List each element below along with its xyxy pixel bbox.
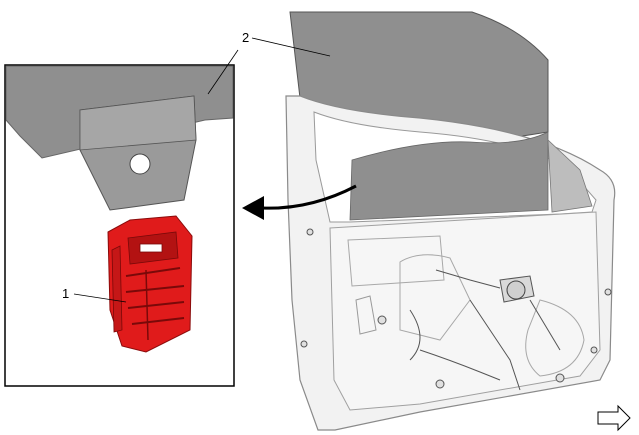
callout-2: 2 (207, 30, 331, 95)
detail-view (4, 64, 235, 387)
callout-label-1: 1 (62, 286, 69, 301)
window-clip (107, 215, 193, 353)
window-regulator (409, 269, 561, 391)
forward-arrow-icon (597, 404, 631, 432)
door-assembly (285, 11, 616, 431)
callout-label-2: 2 (242, 30, 249, 45)
door-inner-panel (329, 211, 601, 411)
callout-1: 1 (62, 286, 127, 303)
glass-tab-hole (129, 153, 151, 175)
curved-arrow-icon (242, 184, 357, 220)
